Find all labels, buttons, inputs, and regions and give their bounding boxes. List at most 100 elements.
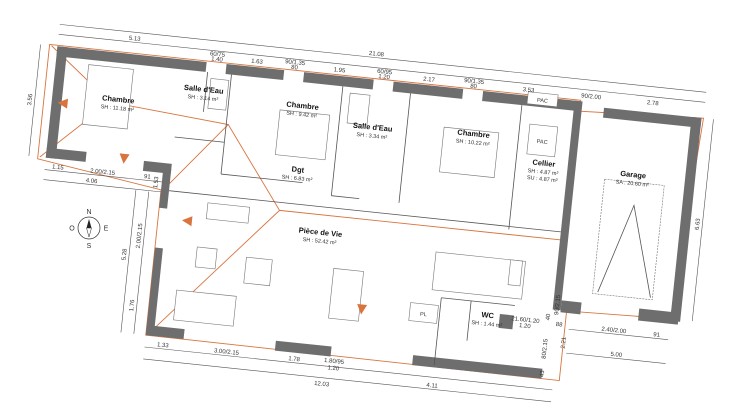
svg-text:3.00/2.15: 3.00/2.15 [214, 348, 240, 357]
pl-cupboard [408, 302, 439, 324]
arrow-icon [181, 216, 193, 227]
svg-text:4.11: 4.11 [426, 383, 438, 390]
svg-text:SA : 20.60 m²: SA : 20.60 m² [615, 179, 649, 188]
pac-label: PAC [537, 98, 548, 105]
svg-text:5.28: 5.28 [121, 248, 128, 261]
svg-text:O: O [69, 226, 75, 233]
svg-text:1.95: 1.95 [333, 67, 346, 74]
svg-text:S: S [87, 243, 92, 250]
svg-text:91: 91 [653, 332, 661, 339]
cabinet [205, 202, 251, 224]
svg-text:2.40/2.00: 2.40/2.00 [601, 327, 627, 336]
svg-text:60/95: 60/95 [377, 69, 393, 77]
svg-text:SH : 1.44 m²: SH : 1.44 m² [471, 320, 502, 329]
svg-text:80/2.15: 80/2.15 [541, 338, 549, 359]
svg-text:12.03: 12.03 [314, 381, 330, 389]
pac-label: PAC [536, 139, 547, 146]
svg-text:4.06: 4.06 [85, 178, 98, 185]
compass-icon: N S E O [69, 209, 108, 250]
svg-text:E: E [104, 226, 109, 233]
svg-text:SH : 4.87 m²: SH : 4.87 m² [527, 168, 558, 177]
bed [275, 109, 331, 161]
svg-text:Cellier: Cellier [532, 158, 556, 169]
svg-text:2.00/2.15: 2.00/2.15 [136, 223, 145, 249]
svg-text:SH : 10.22 m²: SH : 10.22 m² [455, 138, 490, 148]
svg-text:Garage: Garage [620, 169, 647, 181]
svg-text:5.00: 5.00 [610, 352, 623, 359]
sink [507, 259, 523, 287]
svg-text:90/1.35: 90/1.35 [464, 78, 485, 86]
furniture [82, 64, 665, 327]
sofa [173, 289, 237, 327]
svg-text:2.78: 2.78 [647, 100, 660, 107]
svg-text:1.76: 1.76 [129, 299, 136, 312]
svg-text:SU : 4.87 m²: SU : 4.87 m² [527, 175, 558, 184]
svg-text:1.80/95: 1.80/95 [324, 358, 345, 366]
svg-text:1.40: 1.40 [211, 56, 224, 63]
svg-text:SH : 52.42 m²: SH : 52.42 m² [302, 237, 337, 247]
svg-text:Salle d'Eau: Salle d'Eau [353, 121, 394, 134]
svg-text:1.63: 1.63 [251, 59, 264, 66]
svg-text:Chambre: Chambre [102, 93, 135, 105]
dining-table [328, 268, 364, 322]
partitions [168, 72, 561, 366]
svg-text:91: 91 [144, 174, 152, 181]
svg-text:21.60/1.20: 21.60/1.20 [511, 316, 540, 325]
svg-text:SH : 6.83 m²: SH : 6.83 m² [281, 174, 312, 183]
roof-ridge [279, 209, 567, 241]
svg-text:3.56: 3.56 [27, 93, 34, 106]
shower [346, 92, 371, 126]
svg-text:1.78: 1.78 [288, 356, 301, 363]
svg-text:5.13: 5.13 [129, 36, 142, 43]
svg-text:Salle d'Eau: Salle d'Eau [184, 83, 225, 96]
walls [45, 46, 702, 379]
arrow-icon [357, 304, 368, 315]
svg-text:40: 40 [546, 313, 553, 321]
kitchen-counter [431, 251, 526, 300]
svg-text:90/2.15: 90/2.15 [554, 294, 562, 315]
svg-text:3.53: 3.53 [522, 87, 535, 94]
svg-text:80: 80 [291, 65, 299, 72]
svg-text:1.53: 1.53 [153, 176, 160, 189]
dimensions: 5.13 21.08 60/75 1.40 1.63 90/1.35 80 1.… [27, 24, 714, 403]
svg-text:2.17: 2.17 [423, 77, 436, 84]
bed [439, 126, 500, 178]
garage-door-stair [592, 178, 665, 301]
svg-text:88: 88 [555, 322, 563, 329]
armchair [243, 256, 273, 287]
svg-text:N: N [86, 209, 91, 216]
bed [82, 64, 134, 130]
svg-text:1.20: 1.20 [327, 365, 340, 372]
svg-text:90/2.00: 90/2.00 [581, 93, 602, 101]
svg-text:43: 43 [540, 370, 547, 378]
garage-door-arrow [597, 203, 651, 298]
armchair [194, 246, 218, 270]
svg-text:Dgt: Dgt [291, 164, 305, 174]
pl-label: PL [420, 312, 427, 319]
arrow-icon [57, 98, 69, 109]
pac-unit-exterior [526, 91, 559, 108]
svg-text:SH : 11.18 m²: SH : 11.18 m² [100, 104, 134, 113]
svg-text:Chambre: Chambre [286, 100, 319, 112]
svg-text:6.63: 6.63 [695, 217, 702, 230]
svg-text:Chambre: Chambre [457, 128, 490, 140]
svg-text:21.08: 21.08 [369, 51, 385, 59]
arrow-icon [119, 153, 130, 164]
pac-unit [526, 123, 559, 158]
svg-text:2.21: 2.21 [561, 336, 568, 349]
svg-text:WC: WC [481, 310, 495, 320]
svg-text:60/75: 60/75 [210, 51, 226, 59]
svg-text:1.20: 1.20 [378, 74, 391, 81]
svg-text:SH : 3.34 m²: SH : 3.34 m² [356, 132, 387, 141]
svg-text:1.20: 1.20 [519, 323, 532, 330]
svg-text:1.33: 1.33 [157, 342, 170, 349]
